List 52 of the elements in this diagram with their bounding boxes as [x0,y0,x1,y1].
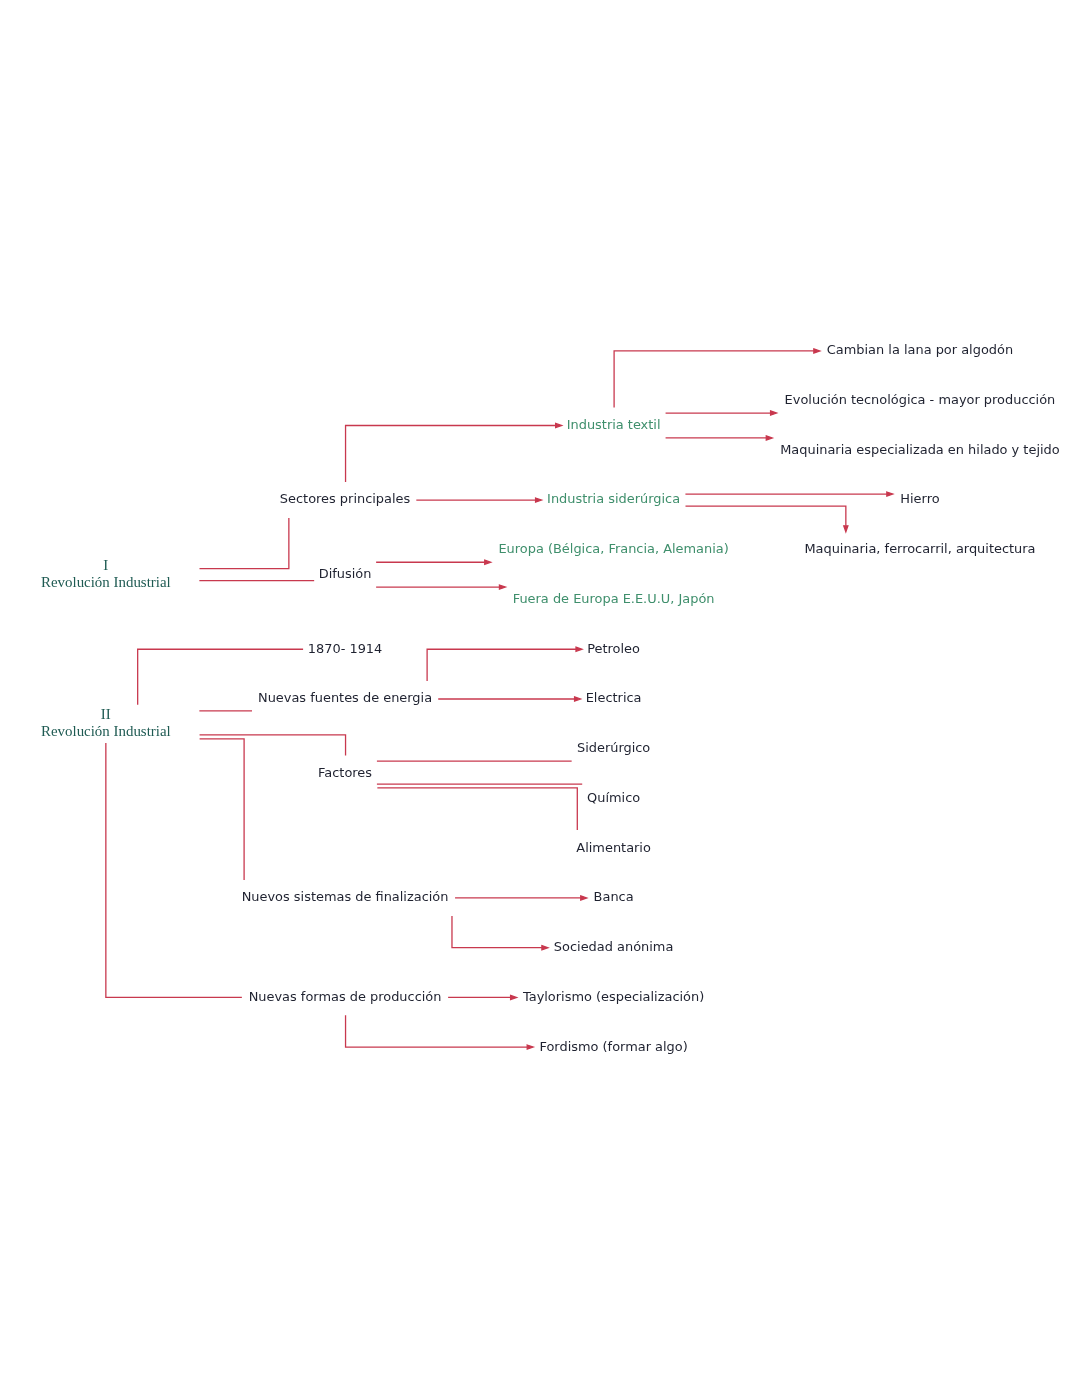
connector [198,709,253,712]
node-text: Taylorismo (especialización) [522,988,705,1004]
node-text: Factores [318,764,373,780]
node-text: Banca [593,888,634,904]
arrow [664,434,775,441]
node-text: Industria siderúrgica [547,490,681,506]
node-text: Nuevos sistemas de finalización [241,888,449,904]
connector [376,786,578,831]
node-text: Fuera de Europa E.E.U.U, Japón [512,590,715,606]
arrow [447,993,519,1000]
arrow [426,645,584,682]
arrow [437,695,583,702]
node-text: Evolución tecnológica - mayor producción [784,391,1056,407]
node-text: Alimentario [576,839,651,855]
node-text: Sociedad anónima [553,938,674,954]
connector [198,579,315,581]
node-text: Difusión [318,565,372,581]
node-text: Maquinaria, ferrocarril, arquitectura [804,540,1036,556]
node-text: Cambian la lana por algodón [826,341,1014,357]
arrow [451,914,550,951]
arrow [375,583,508,590]
arrow [344,422,564,483]
node-text: 1870- 1914 [307,640,383,656]
arrow [454,894,589,901]
node-text: Sectores principales [279,490,411,506]
arrow [415,496,544,503]
connector [198,737,245,881]
node-text: Hierro [900,490,940,506]
node-text: Nuevas fuentes de energia [258,689,433,705]
arrow [613,347,822,408]
node-text: Electrica [585,689,642,705]
node-text: II Revolución Industrial [41,705,171,739]
connector [376,783,583,785]
connector [105,741,243,998]
node-text: Nuevas formas de producción [248,988,442,1004]
arrow [684,504,849,534]
node-text: Europa (Bélgica, Francia, Alemania) [498,540,729,556]
connector [198,733,347,756]
node-text: I Revolución Industrial [41,556,171,590]
node-text: Maquinaria especializada en hilado y tejido [780,441,1060,457]
arrow [375,558,493,565]
arrow [684,490,895,497]
node-text: Petroleo [587,640,640,656]
node-text: Químico [587,789,641,805]
node-text: Siderúrgico [576,739,651,755]
connector [137,648,304,705]
connector [376,760,573,762]
arrow [664,409,779,416]
arrow [344,1014,536,1050]
connector [198,516,290,569]
node-text: Industria textil [566,416,661,432]
node-text: Fordismo (formar algo) [539,1038,688,1053]
